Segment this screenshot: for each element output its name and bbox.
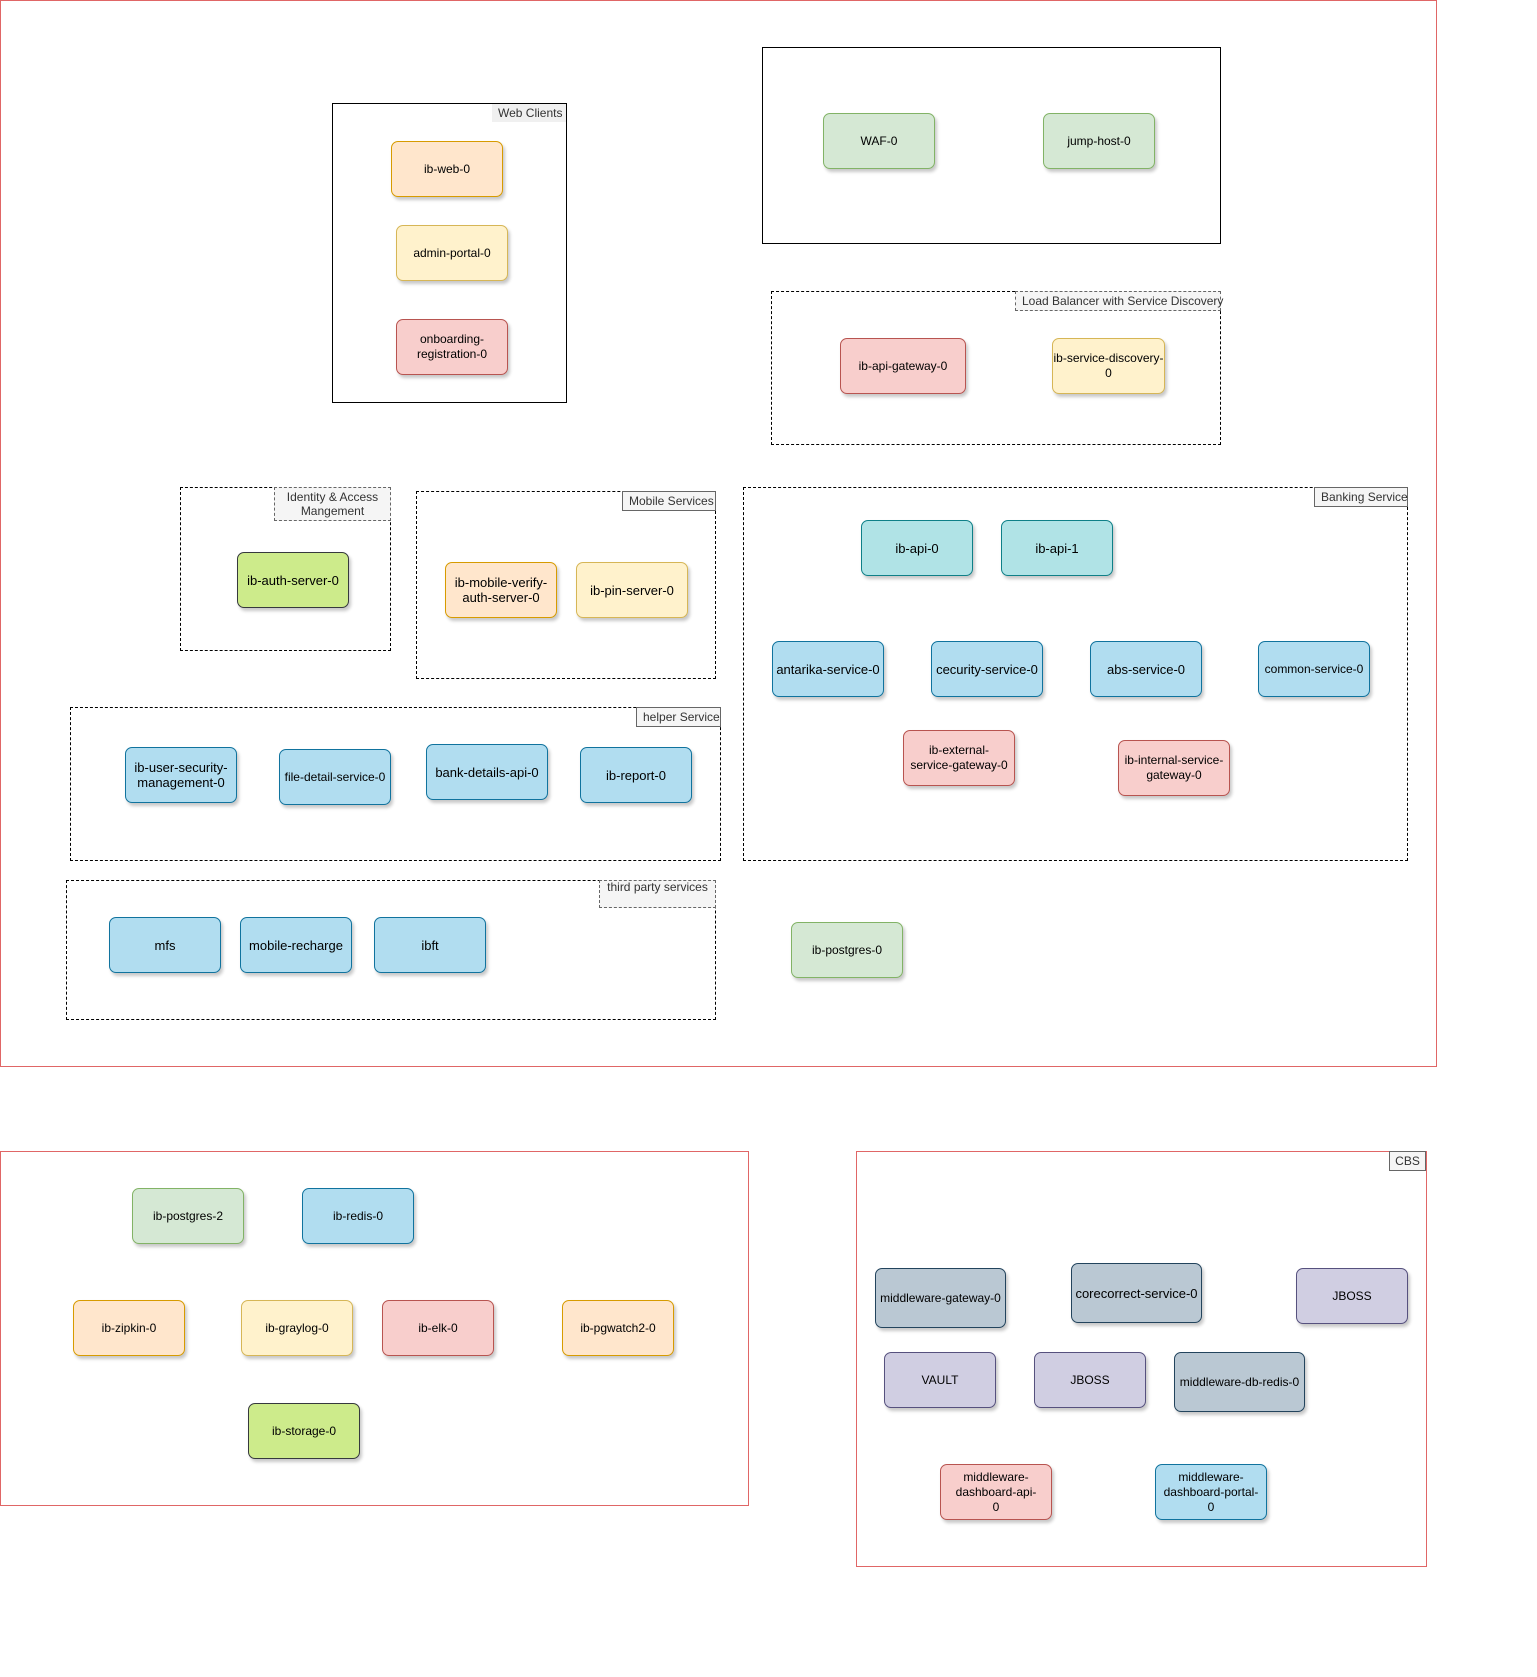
zipkin-node[interactable]: ib-zipkin-0 <box>73 1300 185 1356</box>
redis-node[interactable]: ib-redis-0 <box>302 1188 414 1244</box>
antarika-service-node[interactable]: antarika-service-0 <box>772 641 884 697</box>
waf-node[interactable]: WAF-0 <box>823 113 935 169</box>
jump-host-node[interactable]: jump-host-0 <box>1043 113 1155 169</box>
jboss-node-1[interactable]: JBOSS <box>1296 1268 1408 1324</box>
user-security-management-node[interactable]: ib-user-security-management-0 <box>125 747 237 803</box>
ib-api-1-node[interactable]: ib-api-1 <box>1001 520 1113 576</box>
postgres-0-node[interactable]: ib-postgres-0 <box>791 922 903 978</box>
file-detail-service-node[interactable]: file-detail-service-0 <box>279 749 391 805</box>
helper-service-group <box>70 707 721 861</box>
helper-service-label: helper Service <box>636 707 721 727</box>
third-party-label: third party services <box>599 880 716 908</box>
mobile-recharge-node[interactable]: mobile-recharge <box>240 917 352 973</box>
web-clients-group <box>332 103 567 403</box>
onboarding-registration-node[interactable]: onboarding-registration-0 <box>396 319 508 375</box>
graylog-node[interactable]: ib-graylog-0 <box>241 1300 353 1356</box>
banking-service-group <box>743 487 1408 861</box>
mobile-services-label: Mobile Services <box>622 491 716 511</box>
service-discovery-node[interactable]: ib-service-discovery-0 <box>1052 338 1165 394</box>
third-party-group <box>66 880 716 1020</box>
cecurity-service-node[interactable]: cecurity-service-0 <box>931 641 1043 697</box>
bank-details-api-node[interactable]: bank-details-api-0 <box>426 744 548 800</box>
ibft-node[interactable]: ibft <box>374 917 486 973</box>
jboss-node-2[interactable]: JBOSS <box>1034 1352 1146 1408</box>
pin-server-node[interactable]: ib-pin-server-0 <box>576 562 688 618</box>
cbs-region <box>856 1151 1427 1567</box>
vault-node[interactable]: VAULT <box>884 1352 996 1408</box>
infra-region <box>0 1151 749 1506</box>
cbs-label: CBS <box>1389 1151 1426 1171</box>
iam-label: Identity & Access Mangement <box>274 487 391 521</box>
admin-portal-node[interactable]: admin-portal-0 <box>396 225 508 281</box>
corecorrect-service-node[interactable]: corecorrect-service-0 <box>1071 1263 1202 1323</box>
external-service-gateway-node[interactable]: ib-external-service-gateway-0 <box>903 730 1015 786</box>
mobile-services-group <box>416 491 716 679</box>
common-service-node[interactable]: common-service-0 <box>1258 641 1370 697</box>
banking-service-label: Banking Service <box>1314 487 1408 507</box>
ib-web-node[interactable]: ib-web-0 <box>391 141 503 197</box>
load-balancer-label: Load Balancer with Service Discovery <box>1015 291 1223 311</box>
auth-server-node[interactable]: ib-auth-server-0 <box>237 552 349 608</box>
middleware-db-redis-node[interactable]: middleware-db-redis-0 <box>1174 1352 1305 1412</box>
postgres-2-node[interactable]: ib-postgres-2 <box>132 1188 244 1244</box>
internal-service-gateway-node[interactable]: ib-internal-service-gateway-0 <box>1118 740 1230 796</box>
main-region <box>0 0 1437 1067</box>
web-clients-label: Web Clients <box>492 104 566 122</box>
middleware-dashboard-portal-node[interactable]: middleware-dashboard-portal-0 <box>1155 1464 1267 1520</box>
middleware-dashboard-api-node[interactable]: middleware-dashboard-api-0 <box>940 1464 1052 1520</box>
edge-group <box>762 47 1221 244</box>
storage-node[interactable]: ib-storage-0 <box>248 1403 360 1459</box>
middleware-gateway-node[interactable]: middleware-gateway-0 <box>875 1268 1006 1328</box>
mobile-verify-auth-server-node[interactable]: ib-mobile-verify-auth-server-0 <box>445 562 557 618</box>
pgwatch-node[interactable]: ib-pgwatch2-0 <box>562 1300 674 1356</box>
report-node[interactable]: ib-report-0 <box>580 747 692 803</box>
api-gateway-node[interactable]: ib-api-gateway-0 <box>840 338 966 394</box>
mfs-node[interactable]: mfs <box>109 917 221 973</box>
ib-api-0-node[interactable]: ib-api-0 <box>861 520 973 576</box>
load-balancer-group <box>771 291 1221 445</box>
elk-node[interactable]: ib-elk-0 <box>382 1300 494 1356</box>
abs-service-node[interactable]: abs-service-0 <box>1090 641 1202 697</box>
